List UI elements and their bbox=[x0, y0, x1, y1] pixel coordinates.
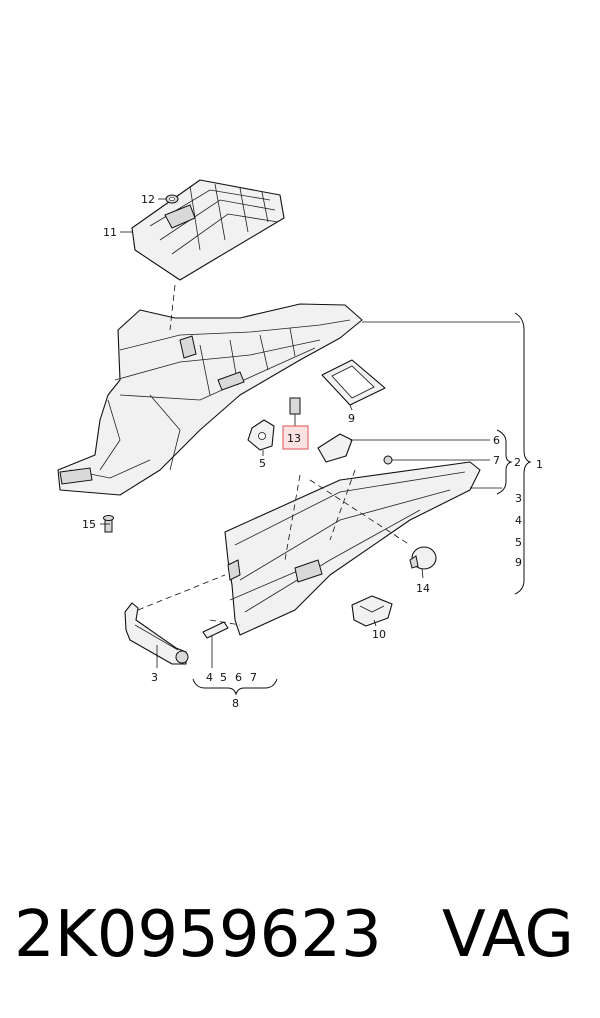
part-7-screw bbox=[383, 455, 393, 465]
part-2-glovebox-lid bbox=[224, 461, 481, 636]
callout-4-list: 4 bbox=[515, 514, 522, 527]
callout-15: 15 bbox=[82, 518, 96, 531]
part-1-glovebox-housing bbox=[57, 303, 363, 496]
part-3-damper bbox=[124, 602, 189, 665]
assembly-lines bbox=[137, 284, 411, 626]
callout-labels: 12 11 13 5 9 6 7 2 1 3 4 5 9 15 14 10 3 … bbox=[82, 193, 543, 710]
callout-3-list: 3 bbox=[515, 492, 522, 505]
callout-7-group: 7 bbox=[250, 671, 257, 684]
part-number: 2K0959623 bbox=[14, 898, 382, 972]
part-10-latch bbox=[351, 595, 393, 627]
callout-12: 12 bbox=[141, 193, 155, 206]
part-8-pin bbox=[202, 621, 229, 639]
callout-14: 14 bbox=[416, 582, 430, 595]
part-5-hinge bbox=[247, 419, 275, 451]
callout-2: 2 bbox=[514, 456, 521, 469]
callout-9: 9 bbox=[348, 412, 355, 425]
part-14-cap bbox=[409, 546, 437, 570]
brand-name: VAG bbox=[442, 898, 574, 972]
part-13-insert bbox=[289, 397, 301, 415]
exploded-parts-diagram: 12 11 13 5 9 6 7 2 1 3 4 5 9 15 14 10 3 … bbox=[57, 179, 543, 710]
callout-5-list: 5 bbox=[515, 536, 522, 549]
part-13-highlight-box bbox=[282, 425, 309, 450]
part-15-bolt bbox=[103, 515, 114, 533]
callout-6-group: 6 bbox=[235, 671, 242, 684]
callout-1: 1 bbox=[536, 458, 543, 471]
callout-6: 6 bbox=[493, 434, 500, 447]
callout-13: 13 bbox=[287, 432, 301, 445]
part-11-tray-insert bbox=[131, 179, 285, 281]
callout-8: 8 bbox=[232, 697, 239, 710]
callout-10: 10 bbox=[372, 628, 386, 641]
callout-3: 3 bbox=[151, 671, 158, 684]
callout-5: 5 bbox=[259, 457, 266, 470]
callout-7: 7 bbox=[493, 454, 500, 467]
callout-4: 4 bbox=[206, 671, 213, 684]
part-6-switch bbox=[317, 433, 353, 463]
callout-11: 11 bbox=[103, 226, 117, 239]
callout-5-group: 5 bbox=[220, 671, 227, 684]
callout-9-list: 9 bbox=[515, 556, 522, 569]
part-12-clip bbox=[165, 194, 179, 204]
group-brackets bbox=[192, 312, 532, 696]
footer: 2K0959623 VAG bbox=[14, 890, 594, 980]
leader-lines bbox=[100, 198, 520, 668]
part-9-frame bbox=[321, 359, 386, 406]
